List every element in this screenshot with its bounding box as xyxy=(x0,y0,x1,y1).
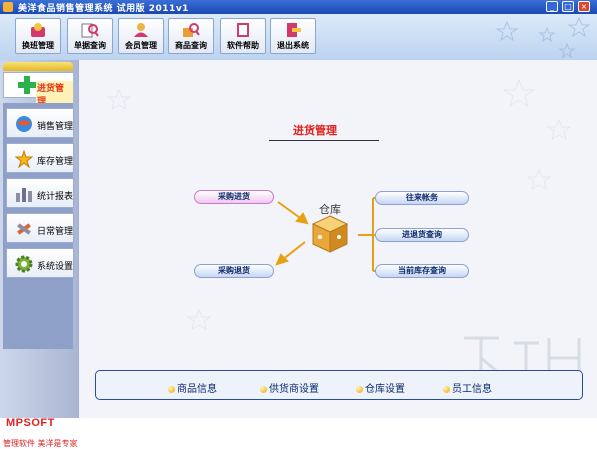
purchase-in-button[interactable]: 采购进货 xyxy=(194,190,274,204)
stars-decoration xyxy=(495,16,591,59)
toolbar-doc-search-button[interactable]: 单据查询 xyxy=(67,18,113,54)
title-divider xyxy=(269,140,379,141)
slogan: 管理软件 美洋是专家 xyxy=(3,439,78,448)
purchase-query-button[interactable]: 进退货查询 xyxy=(375,228,469,242)
company-logo: MPSOFT xyxy=(6,417,55,429)
sidebar-item-inventory[interactable]: 库存管理 xyxy=(6,143,74,173)
sidebar-item-label: 销售管理 xyxy=(37,122,74,132)
shift-icon xyxy=(31,23,45,37)
sidebar-item-settings[interactable]: 系统设置 xyxy=(6,248,74,278)
app-icon xyxy=(3,2,13,12)
toolbar: 换班管理 单据查询 会员管理 商品查询 软件帮助 退出系统 xyxy=(0,14,597,60)
sidebar-header xyxy=(3,62,73,71)
bullet-icon xyxy=(168,386,175,393)
sidebar: 进货管理 销售管理 库存管理 统计报表 日常管理 xyxy=(0,60,78,448)
toolbar-label: 换班管理 xyxy=(22,41,54,50)
sidebar-item-label: 日常管理 xyxy=(37,227,74,237)
warehouse-label: 仓库 xyxy=(319,203,341,216)
tools-icon xyxy=(17,223,31,235)
sidebar-item-purchase[interactable]: 进货管理 xyxy=(3,72,73,107)
toolbar-member-button[interactable]: 会员管理 xyxy=(118,18,164,54)
toolbar-help-button[interactable]: 软件帮助 xyxy=(220,18,266,54)
sidebar-item-reports[interactable]: 统计报表 xyxy=(6,178,74,208)
warehouse-settings-link[interactable]: 仓库设置 xyxy=(356,380,405,395)
sidebar-item-label: 库存管理 xyxy=(37,157,74,167)
bullet-icon xyxy=(260,386,267,393)
toolbar-label: 单据查询 xyxy=(74,41,106,50)
maximize-button[interactable]: □ xyxy=(562,1,574,12)
doc-search-icon xyxy=(81,23,99,38)
sidebar-item-daily[interactable]: 日常管理 xyxy=(6,213,74,243)
background-pattern xyxy=(106,79,572,330)
accounts-button[interactable]: 往来帐务 xyxy=(375,191,469,205)
purchase-return-button[interactable]: 采购退货 xyxy=(194,264,274,278)
title-bar: 美洋食品销售管理系统 试用版 2011v1 _ □ × xyxy=(0,0,597,14)
help-icon xyxy=(237,23,249,37)
window-title: 美洋食品销售管理系统 试用版 2011v1 xyxy=(18,4,189,14)
sidebar-item-label: 统计报表 xyxy=(37,192,74,202)
toolbar-label: 会员管理 xyxy=(125,41,157,50)
bar-chart-icon xyxy=(16,188,32,202)
goods-search-icon xyxy=(183,23,200,37)
globe-icon xyxy=(16,116,32,132)
gear-icon xyxy=(15,255,33,273)
toolbar-label: 软件帮助 xyxy=(227,41,259,50)
supplier-settings-link[interactable]: 供货商设置 xyxy=(260,380,319,395)
box-icon[interactable] xyxy=(311,214,349,254)
minimize-button[interactable]: _ xyxy=(546,1,558,12)
toolbar-label: 退出系统 xyxy=(277,41,309,50)
bullet-icon xyxy=(443,386,450,393)
toolbar-exit-button[interactable]: 退出系统 xyxy=(270,18,316,54)
goods-info-link[interactable]: 商品信息 xyxy=(168,380,217,395)
member-icon xyxy=(134,23,148,37)
sidebar-item-label: 进货管理 xyxy=(36,81,73,107)
sidebar-item-label: 系统设置 xyxy=(37,262,74,272)
toolbar-goods-search-button[interactable]: 商品查询 xyxy=(168,18,214,54)
sidebar-nav-panel: 销售管理 库存管理 统计报表 日常管理 系统设置 xyxy=(3,103,74,349)
page-title: 进货管理 xyxy=(293,124,337,137)
plus-icon xyxy=(18,76,36,94)
main-panel: 进货管理 采购进货 采购退货 仓库 往来帐务 进退货查询 当前库存查询 xyxy=(78,60,597,418)
exit-icon xyxy=(287,23,301,37)
quick-links-bar: 商品信息 供货商设置 仓库设置 员工信息 xyxy=(95,370,583,400)
stock-query-button[interactable]: 当前库存查询 xyxy=(375,264,469,278)
staff-info-link[interactable]: 员工信息 xyxy=(443,380,492,395)
sidebar-item-sales[interactable]: 销售管理 xyxy=(6,108,74,138)
close-button[interactable]: × xyxy=(578,1,590,12)
star-icon xyxy=(15,150,33,168)
toolbar-label: 商品查询 xyxy=(175,41,207,50)
toolbar-shift-button[interactable]: 换班管理 xyxy=(15,18,61,54)
bullet-icon xyxy=(356,386,363,393)
